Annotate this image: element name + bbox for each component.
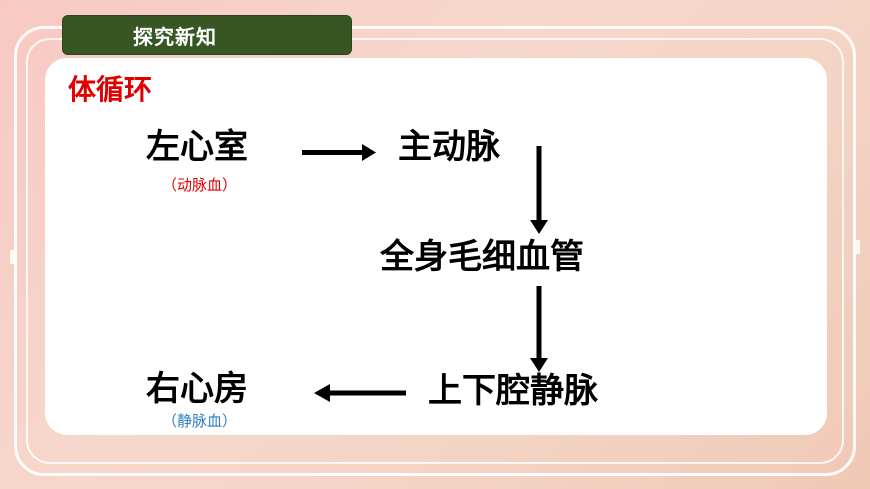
node-right-atrium: 右心房 xyxy=(146,369,248,409)
arrow-down-icon xyxy=(530,286,548,372)
node-systemic-capillaries: 全身毛细血管 xyxy=(380,237,584,277)
node-left-ventricle: 左心室 xyxy=(146,127,248,167)
header-title: 探究新知 xyxy=(133,24,217,49)
header-tab: 探究新知 xyxy=(62,15,352,55)
content-card xyxy=(45,58,827,435)
note-venous-blood: （静脉血） xyxy=(162,412,238,430)
frame-right-tick xyxy=(856,240,860,254)
note-arterial-blood: （动脉血） xyxy=(162,176,238,194)
section-title: 体循环 xyxy=(68,73,153,106)
node-venae-cavae: 上下腔静脉 xyxy=(428,371,598,411)
decorative-frame-inner xyxy=(26,38,844,464)
decorative-frame-outer xyxy=(14,26,856,476)
arrow-right-icon xyxy=(302,144,376,161)
arrow-down-icon xyxy=(530,146,548,234)
arrow-left-icon xyxy=(314,384,406,402)
frame-left-tick xyxy=(10,250,14,264)
node-aorta: 主动脉 xyxy=(398,127,500,167)
